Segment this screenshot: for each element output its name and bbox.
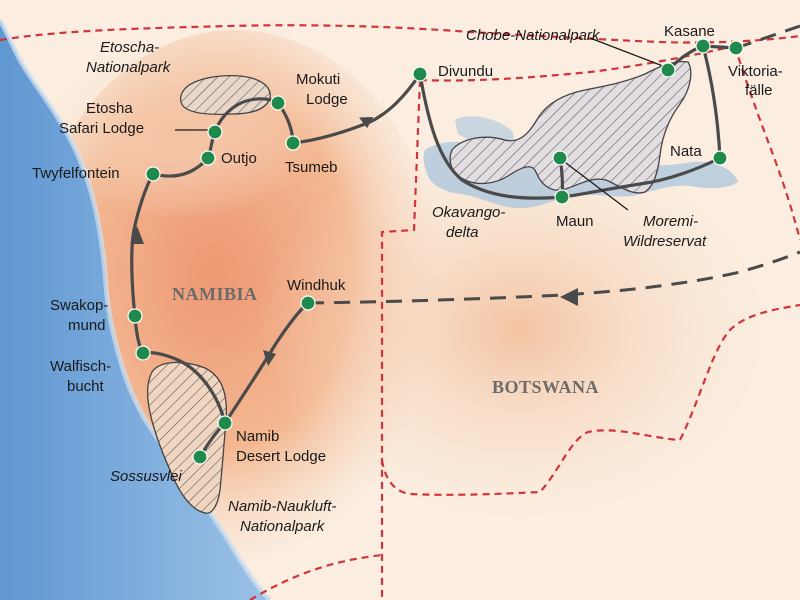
label-nata: Nata <box>670 143 702 160</box>
route-namib-walfischbucht <box>141 351 227 425</box>
route-coast-north <box>130 172 155 355</box>
label-divundu: Divundu <box>438 63 493 80</box>
label-okavango-2: delta <box>446 224 479 241</box>
stop-divundu <box>412 66 428 82</box>
arrow-icon-south <box>263 350 276 366</box>
stop-outjo <box>200 150 216 166</box>
stop-moremi <box>552 150 568 166</box>
label-etoscha-2: Nationalpark <box>86 59 172 76</box>
route-windhuk-namib <box>198 301 310 459</box>
arrow-icon-north <box>130 226 144 244</box>
stop-maun <box>554 189 570 205</box>
stop-viktoriafaelle <box>728 40 744 56</box>
label-chobe: Chobe-Nationalpark <box>466 27 601 44</box>
southern-border <box>380 303 800 496</box>
flight-line-windhuk <box>307 250 800 305</box>
namibia-botswana-border <box>380 79 422 600</box>
stop-kasane <box>695 38 711 54</box>
atlantic-ocean <box>0 0 270 600</box>
etoscha-park <box>179 74 271 115</box>
arrow-icon-flight-west <box>560 288 578 306</box>
label-moremi-2: Wildreservat <box>623 233 707 250</box>
label-walfischbucht-1: Walfisch- <box>50 358 111 375</box>
stop-windhuk <box>300 295 316 311</box>
label-viktoria-1: Viktoria- <box>728 63 783 80</box>
stop-sossusvlei <box>192 449 208 465</box>
northern-border <box>0 24 800 44</box>
stop-namib-desert-lodge <box>217 415 233 431</box>
label-etoscha-1: Etoscha- <box>100 39 159 56</box>
label-etosha-safari-2: Safari Lodge <box>59 120 144 137</box>
label-outjo: Outjo <box>221 150 257 167</box>
kalahari-heat-zone <box>260 130 780 530</box>
stop-twyfelfontein <box>145 166 161 182</box>
stop-chobe <box>660 62 676 78</box>
label-maun: Maun <box>556 213 594 230</box>
label-okavango-1: Okavango- <box>432 204 505 221</box>
label-namib-naukluft-1: Namib-Naukluft- <box>228 498 336 515</box>
label-swakopmund-1: Swakop- <box>50 297 108 314</box>
stop-tsumeb <box>285 135 301 151</box>
label-swakopmund-2: mund <box>68 317 106 334</box>
label-tsumeb: Tsumeb <box>285 159 338 176</box>
label-mokuti-2: Lodge <box>306 91 348 108</box>
chobe-moremi-park <box>449 60 692 194</box>
caprivi-border <box>419 44 736 82</box>
stop-swakopmund <box>127 308 143 324</box>
label-mokuti-1: Mokuti <box>296 71 340 88</box>
label-windhuk: Windhuk <box>287 277 346 294</box>
arrow-icon-east <box>359 117 374 129</box>
label-namib-desert-2: Desert Lodge <box>236 448 326 465</box>
country-label-namibia: NAMIBIA <box>172 284 258 304</box>
label-walfischbucht-2: bucht <box>67 378 105 395</box>
eastern-border <box>733 45 800 241</box>
label-viktoria-2: fälle <box>745 82 773 99</box>
label-sossusvlei: Sossusvlei <box>110 468 182 485</box>
south-african-border <box>249 553 383 600</box>
label-namib-naukluft-2: Nationalpark <box>240 518 326 535</box>
label-kasane: Kasane <box>664 23 715 40</box>
stop-mokuti-lodge <box>270 95 286 111</box>
label-etosha-safari-1: Etosha <box>86 100 133 117</box>
route-nata-kasane <box>701 44 722 160</box>
namib-naukluft-park <box>146 361 228 514</box>
leader-moremi <box>561 159 629 211</box>
stop-walfischbucht <box>135 345 151 361</box>
label-namib-desert-1: Namib <box>236 428 279 445</box>
label-moremi-1: Moremi- <box>643 213 698 230</box>
label-twyfelfontein: Twyfelfontein <box>32 165 120 182</box>
stop-etosha-safari-lodge <box>207 124 223 140</box>
stop-nata <box>712 150 728 166</box>
leader-chobe <box>589 37 669 69</box>
country-label-botswana: BOTSWANA <box>492 377 599 397</box>
